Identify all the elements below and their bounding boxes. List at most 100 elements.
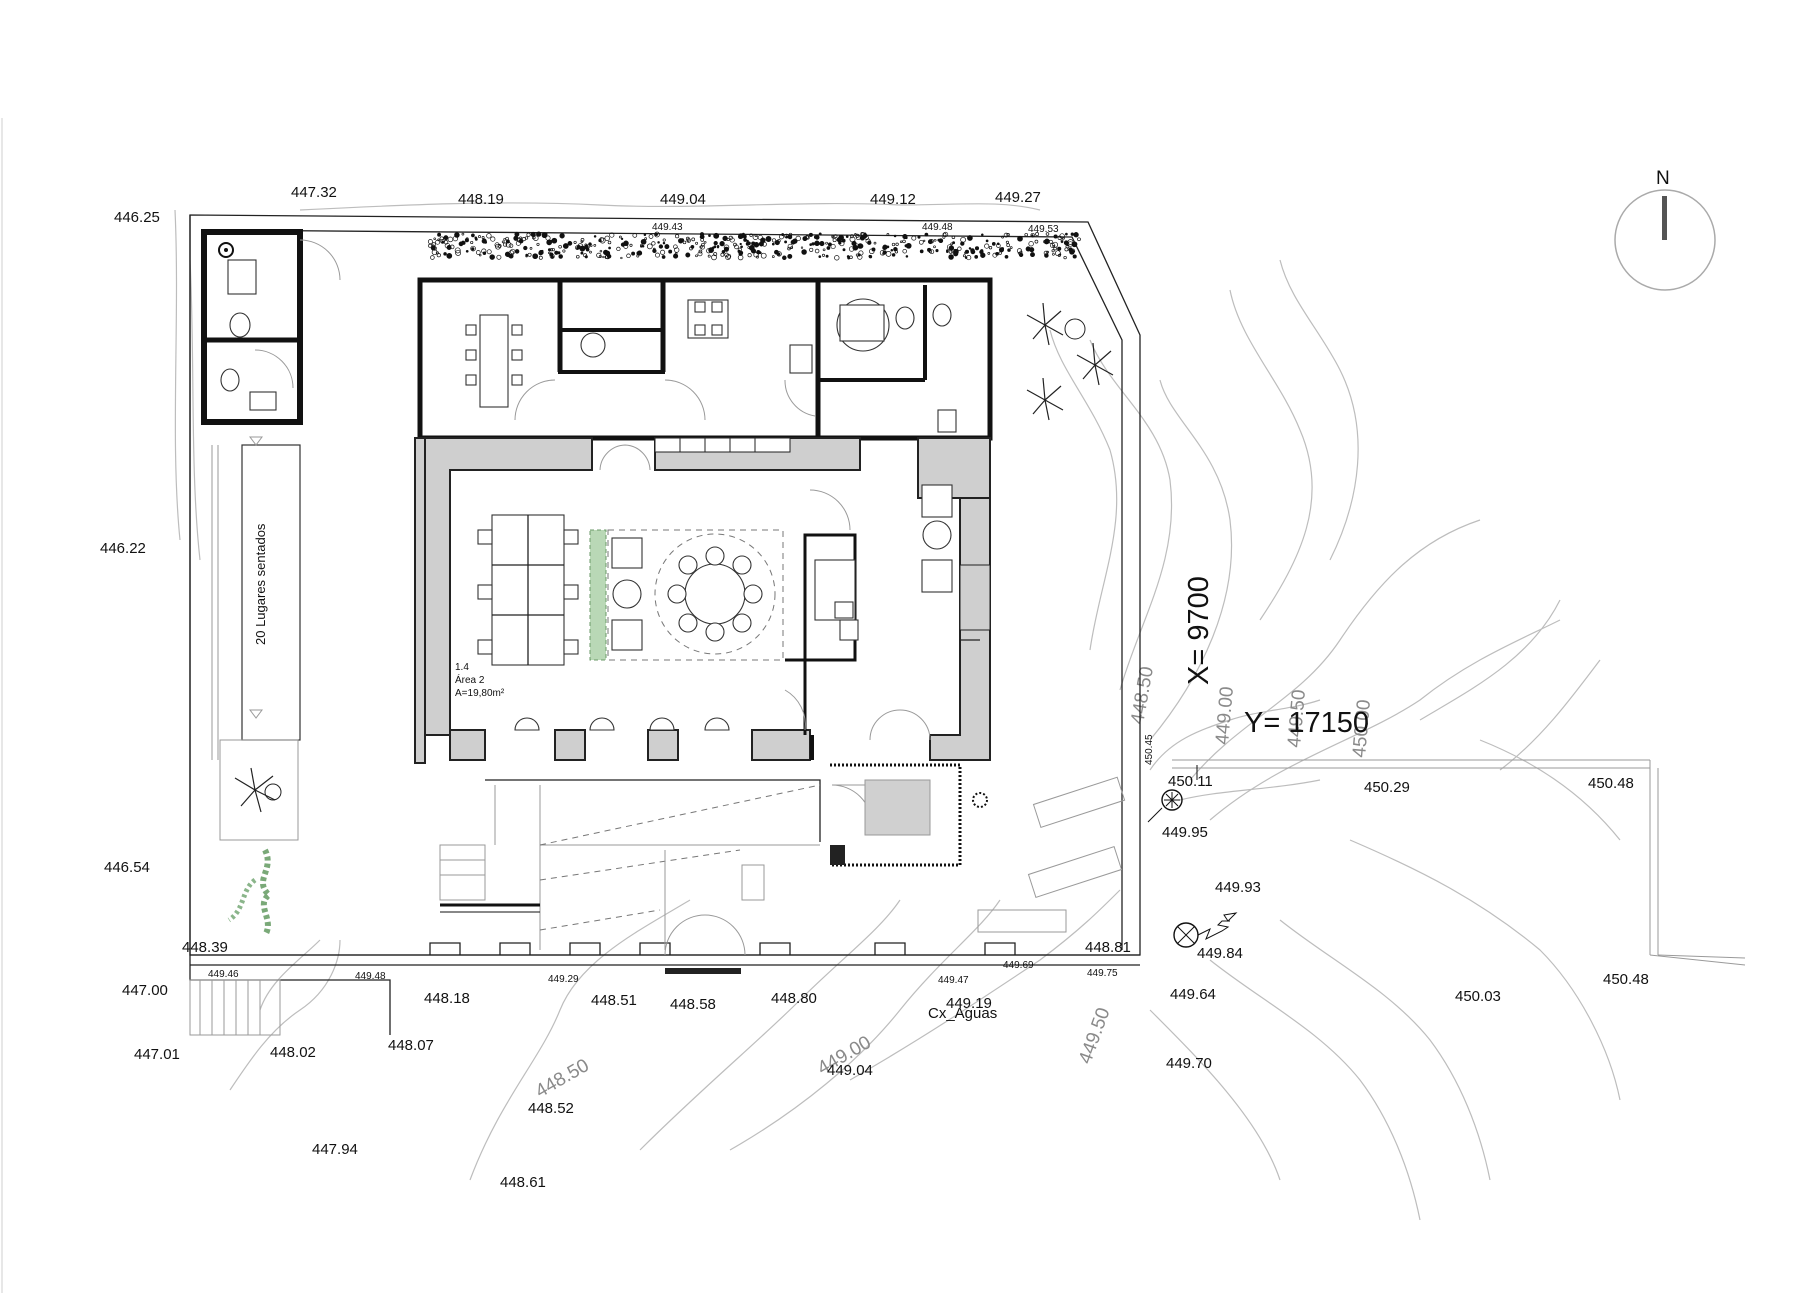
hedge-dot bbox=[495, 243, 501, 250]
elevation-label: 449.27 bbox=[995, 189, 1041, 206]
hedge-dot bbox=[713, 232, 720, 239]
hedge-dot bbox=[536, 242, 540, 246]
hedge-dot bbox=[830, 243, 836, 250]
hedge-dot bbox=[1016, 248, 1023, 254]
hedge-dot bbox=[708, 234, 711, 237]
hedge-dot bbox=[895, 242, 899, 246]
hedge-dot bbox=[593, 244, 597, 247]
hedge-dot bbox=[558, 254, 563, 259]
hedge-dot bbox=[774, 249, 779, 255]
hedge-dot bbox=[580, 251, 584, 255]
hedge-dot bbox=[953, 251, 959, 257]
elevation-label: 447.32 bbox=[291, 184, 337, 201]
hedge-dot bbox=[1018, 252, 1024, 258]
hedge-dot bbox=[486, 249, 492, 255]
hedge-dot bbox=[668, 249, 673, 254]
hedge-dot bbox=[652, 248, 657, 254]
hedge-dot bbox=[924, 232, 929, 237]
hedge-dot bbox=[968, 247, 972, 250]
elevation-label: 449.04 bbox=[660, 191, 706, 208]
hedge-dot bbox=[1035, 232, 1040, 237]
hedge-dot bbox=[952, 241, 956, 245]
hedge-dot bbox=[1057, 235, 1062, 240]
hedge-dot bbox=[1077, 237, 1081, 242]
hedge-dot bbox=[461, 240, 465, 245]
hedge-dot bbox=[899, 240, 903, 243]
hedge-dot bbox=[620, 237, 624, 241]
hedge-dot bbox=[596, 252, 602, 258]
hedge-dot bbox=[490, 236, 496, 242]
hedge-dot bbox=[643, 233, 647, 236]
elevation-label: 449.12 bbox=[870, 191, 916, 208]
hedge-dot bbox=[722, 235, 728, 242]
hedge-dot bbox=[523, 245, 528, 251]
hedge-dot bbox=[562, 249, 566, 253]
hedge-dot bbox=[660, 249, 666, 255]
hedge-dot bbox=[658, 244, 664, 249]
hedge-dot bbox=[833, 234, 838, 238]
hedge-dot bbox=[992, 252, 998, 258]
hedge-dot bbox=[433, 237, 436, 240]
hedge-dot bbox=[589, 250, 592, 254]
hedge-dot bbox=[787, 234, 793, 240]
hedge-dot bbox=[599, 249, 603, 253]
hedge-dot bbox=[661, 255, 666, 259]
hedge-dot bbox=[432, 246, 437, 251]
hedge-dot bbox=[960, 236, 966, 243]
terrace bbox=[439, 779, 821, 956]
hedge-dot bbox=[657, 241, 660, 244]
perimeter-niches bbox=[429, 942, 1016, 974]
hedge-dot bbox=[494, 242, 500, 248]
hedge-dot bbox=[891, 242, 896, 247]
hedge-dot bbox=[525, 254, 528, 258]
hedge-dot bbox=[801, 249, 807, 255]
north-label: N bbox=[1656, 168, 1670, 189]
hedge-dot bbox=[760, 238, 763, 242]
elevation-label: 446.22 bbox=[100, 540, 146, 557]
hedge-dot bbox=[1030, 232, 1035, 238]
hedge-dot bbox=[654, 232, 658, 237]
hedge-dot bbox=[826, 246, 831, 250]
contour-label-1: 448.50 bbox=[1127, 665, 1158, 726]
hedge-dot bbox=[848, 246, 855, 252]
hedge-dot bbox=[739, 242, 742, 246]
hedge-dot bbox=[486, 233, 492, 239]
elevation-label-small: 449.48 bbox=[355, 971, 386, 982]
elevation-label-small: 449.47 bbox=[938, 975, 969, 986]
hedge-dot bbox=[465, 237, 469, 241]
north-arrow: N bbox=[1614, 168, 1716, 291]
hedge-dot bbox=[933, 245, 936, 249]
hedge-dot bbox=[443, 235, 449, 241]
hedge-dot bbox=[461, 232, 465, 236]
hedge-dot bbox=[905, 255, 909, 258]
hedge-dot bbox=[716, 246, 720, 249]
hedge-dot bbox=[734, 244, 739, 250]
hedge-dot bbox=[849, 234, 854, 239]
hedge-dot bbox=[970, 248, 975, 253]
hedge-dot bbox=[890, 248, 894, 252]
hedge-dot bbox=[771, 255, 775, 258]
hedge-dot bbox=[478, 235, 481, 239]
hedge-dot bbox=[637, 250, 643, 256]
hedge-dot bbox=[454, 232, 460, 238]
elevation-label: 449.64 bbox=[1170, 986, 1216, 1003]
hedge-dot bbox=[927, 239, 933, 245]
hedge-dot bbox=[478, 253, 482, 257]
elevation-label-small: 450.45 bbox=[1144, 734, 1155, 765]
hedge-dot bbox=[818, 232, 822, 236]
hedge-dot bbox=[818, 255, 822, 258]
seating-bench: 20 Lugares sentados bbox=[211, 436, 301, 760]
hedge-dot bbox=[825, 241, 828, 245]
hedge-dot bbox=[632, 233, 638, 238]
hedge-dot bbox=[559, 233, 565, 239]
hedge-dot bbox=[532, 253, 539, 260]
room-tag: 1.4 Área 2 A=19,80m² bbox=[455, 662, 505, 699]
hedge-dot bbox=[1072, 254, 1077, 259]
hedge-dot bbox=[530, 231, 536, 237]
left-wc-block bbox=[201, 229, 341, 425]
hedge-dot bbox=[573, 240, 577, 244]
elevation-label: 450.48 bbox=[1588, 775, 1634, 792]
hedge-dot bbox=[891, 253, 896, 257]
terrain-contours bbox=[174, 202, 1621, 1221]
hedge-dot bbox=[1005, 240, 1009, 244]
